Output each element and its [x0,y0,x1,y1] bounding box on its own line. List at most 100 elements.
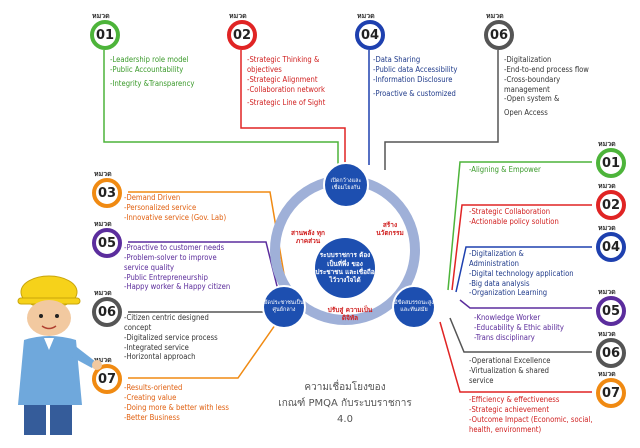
left-list-3: -Demand Driven -Personalized service -In… [124,193,226,223]
badge-caption: หมวด [94,170,112,178]
list-item: -End-to-end process flow [504,64,589,74]
top-list-4: -Data Sharing -Public data Accessibility… [373,55,457,98]
badge-left-5: หมวด 05 [92,220,122,258]
badge-top-1: หมวด 01 [90,12,120,50]
right-list-5: -Knowledge Worker -Educability & Ethic a… [474,313,564,343]
list-item: -Public Accountability [110,64,184,74]
list-item: Open Access [504,108,548,118]
list-item: -Problem-solver to improve [124,252,217,262]
badge-left-6: หมวด 06 [92,289,122,327]
list-item: -Strategic Alignment [247,74,318,84]
badge-number: 02 [232,27,252,43]
right-list-2: -Strategic Collaboration -Actionable pol… [469,207,559,227]
left-list-7: -Results-oriented -Creating value -Doing… [124,383,229,422]
list-item: -Virtualization & shared [469,365,550,375]
list-item: -Digitalization & [469,249,524,258]
list-item: -Operational Excellence [469,356,551,365]
badge-number: 07 [97,371,117,387]
badge-number: 01 [95,27,115,43]
left-list-5: -Proactive to customer needs -Problem-so… [124,243,230,292]
list-item: -Doing more & better with less [124,402,229,412]
list-item: -Outcome Impact (Economic, social, [469,414,593,424]
list-item: -Integrated service [124,342,189,352]
list-item: -Public data Accessibility [373,64,458,74]
caption-line1: ความเชื่อมโยงของ [304,382,386,393]
list-item: service quality [124,262,175,272]
list-item: -Organization Learning [469,288,548,298]
badge-caption: หมวด [94,289,112,297]
badge-caption: หมวด [229,12,247,20]
center-core: ระบบราชการ ต้องเป็นที่พึ่ง ของประชาชน แล… [315,238,375,298]
list-item: -Strategic Collaboration [469,207,551,216]
list-item: -Strategic achievement [469,404,550,414]
badge-right-1: หมวด 01 [596,140,626,178]
badge-caption: หมวด [94,356,112,364]
list-item: -Knowledge Worker [474,313,541,322]
list-item: -Better Business [124,412,180,422]
list-item: -Integrity &Transparency [110,78,195,88]
list-item: -Happy worker & Happy citizen [124,282,231,292]
badge-number: 01 [601,155,621,171]
badge-number: 05 [97,235,117,251]
list-item: -Citizen centric designed [124,313,209,322]
badge-caption: หมวด [598,182,616,190]
list-item: -Proactive & customized [373,88,456,98]
badge-caption: หมวด [598,224,616,232]
badge-caption: หมวด [598,288,616,296]
list-item: -Results-oriented [124,383,183,392]
list-item: -Data Sharing [373,55,421,64]
list-item: -Strategic Thinking & [247,55,320,64]
badge-right-5: หมวด 05 [596,288,626,326]
badge-number: 04 [601,239,621,255]
top-list-6: -Digitalization -End-to-end process flow… [504,55,589,118]
list-item: Administration [469,258,519,268]
badge-caption: หมวด [92,12,110,20]
node-top: เปิดกว้างและ เชื่อมโยงกัน [323,162,369,208]
caption-line2: เกณฑ์ PMQA กับระบบราชการ 4.0 [278,398,412,425]
list-item: -Strategic Line of Sight [247,98,326,108]
badge-caption: หมวด [598,140,616,148]
label-left: สานพลัง ทุกภาคส่วน [291,229,325,245]
badge-caption: หมวด [357,12,375,20]
badge-caption: หมวด [486,12,504,20]
badge-right-7: หมวด 07 [596,370,626,408]
label-bottom: ปรับสู่ ความเป็นดิจิทัล [327,306,373,322]
diagram-caption: ความเชื่อมโยงของ เกณฑ์ PMQA กับระบบราชกา… [270,380,420,428]
list-item: -Aligning & Empower [469,165,541,174]
list-item: -Actionable policy solution [469,216,559,226]
list-item: -Creating value [124,392,177,402]
list-item: concept [124,322,152,332]
list-item: -Leadership role model [110,55,189,64]
node-right: มีขีดสมรรถนะสูง และทันสมัย [392,285,436,329]
badge-number: 03 [97,185,117,201]
list-item: -Demand Driven [124,193,181,202]
badge-number: 05 [601,303,621,319]
label-right: สร้าง นวัตกรรม [376,221,404,237]
badge-left-3: หมวด 03 [92,170,122,208]
badge-number: 06 [601,345,621,361]
list-item: -Personalized service [124,202,197,212]
badge-right-6: หมวด 06 [596,330,626,368]
badge-caption: หมวด [94,220,112,228]
list-item: -Open system & [504,94,560,104]
worker-illustration [17,275,102,435]
badge-number: 04 [360,27,380,43]
badge-caption: หมวด [598,370,616,378]
list-item: -Information Disclosure [373,74,453,84]
right-list-1: -Aligning & Empower [469,165,541,175]
list-item: -Collaboration network [247,84,325,94]
badge-number: 07 [601,385,621,401]
list-item: -Horizontal approach [124,352,196,362]
list-item: -Public Entrepreneurship [124,272,208,282]
badge-right-4: หมวด 04 [596,224,626,262]
node-left: ยึดประชาชนเป็น ศูนย์กลาง [262,285,306,329]
list-item: -Digital technology application [469,268,574,278]
left-list-6: -Citizen centric designed concept -Digit… [124,313,218,362]
list-item: -Cross-boundary [504,74,561,84]
badge-caption: หมวด [598,330,616,338]
list-item: -Innovative service (Gov. Lab) [124,212,227,222]
top-list-1: -Leadership role model -Public Accountab… [110,55,194,89]
list-item: health, environment) [469,424,542,434]
